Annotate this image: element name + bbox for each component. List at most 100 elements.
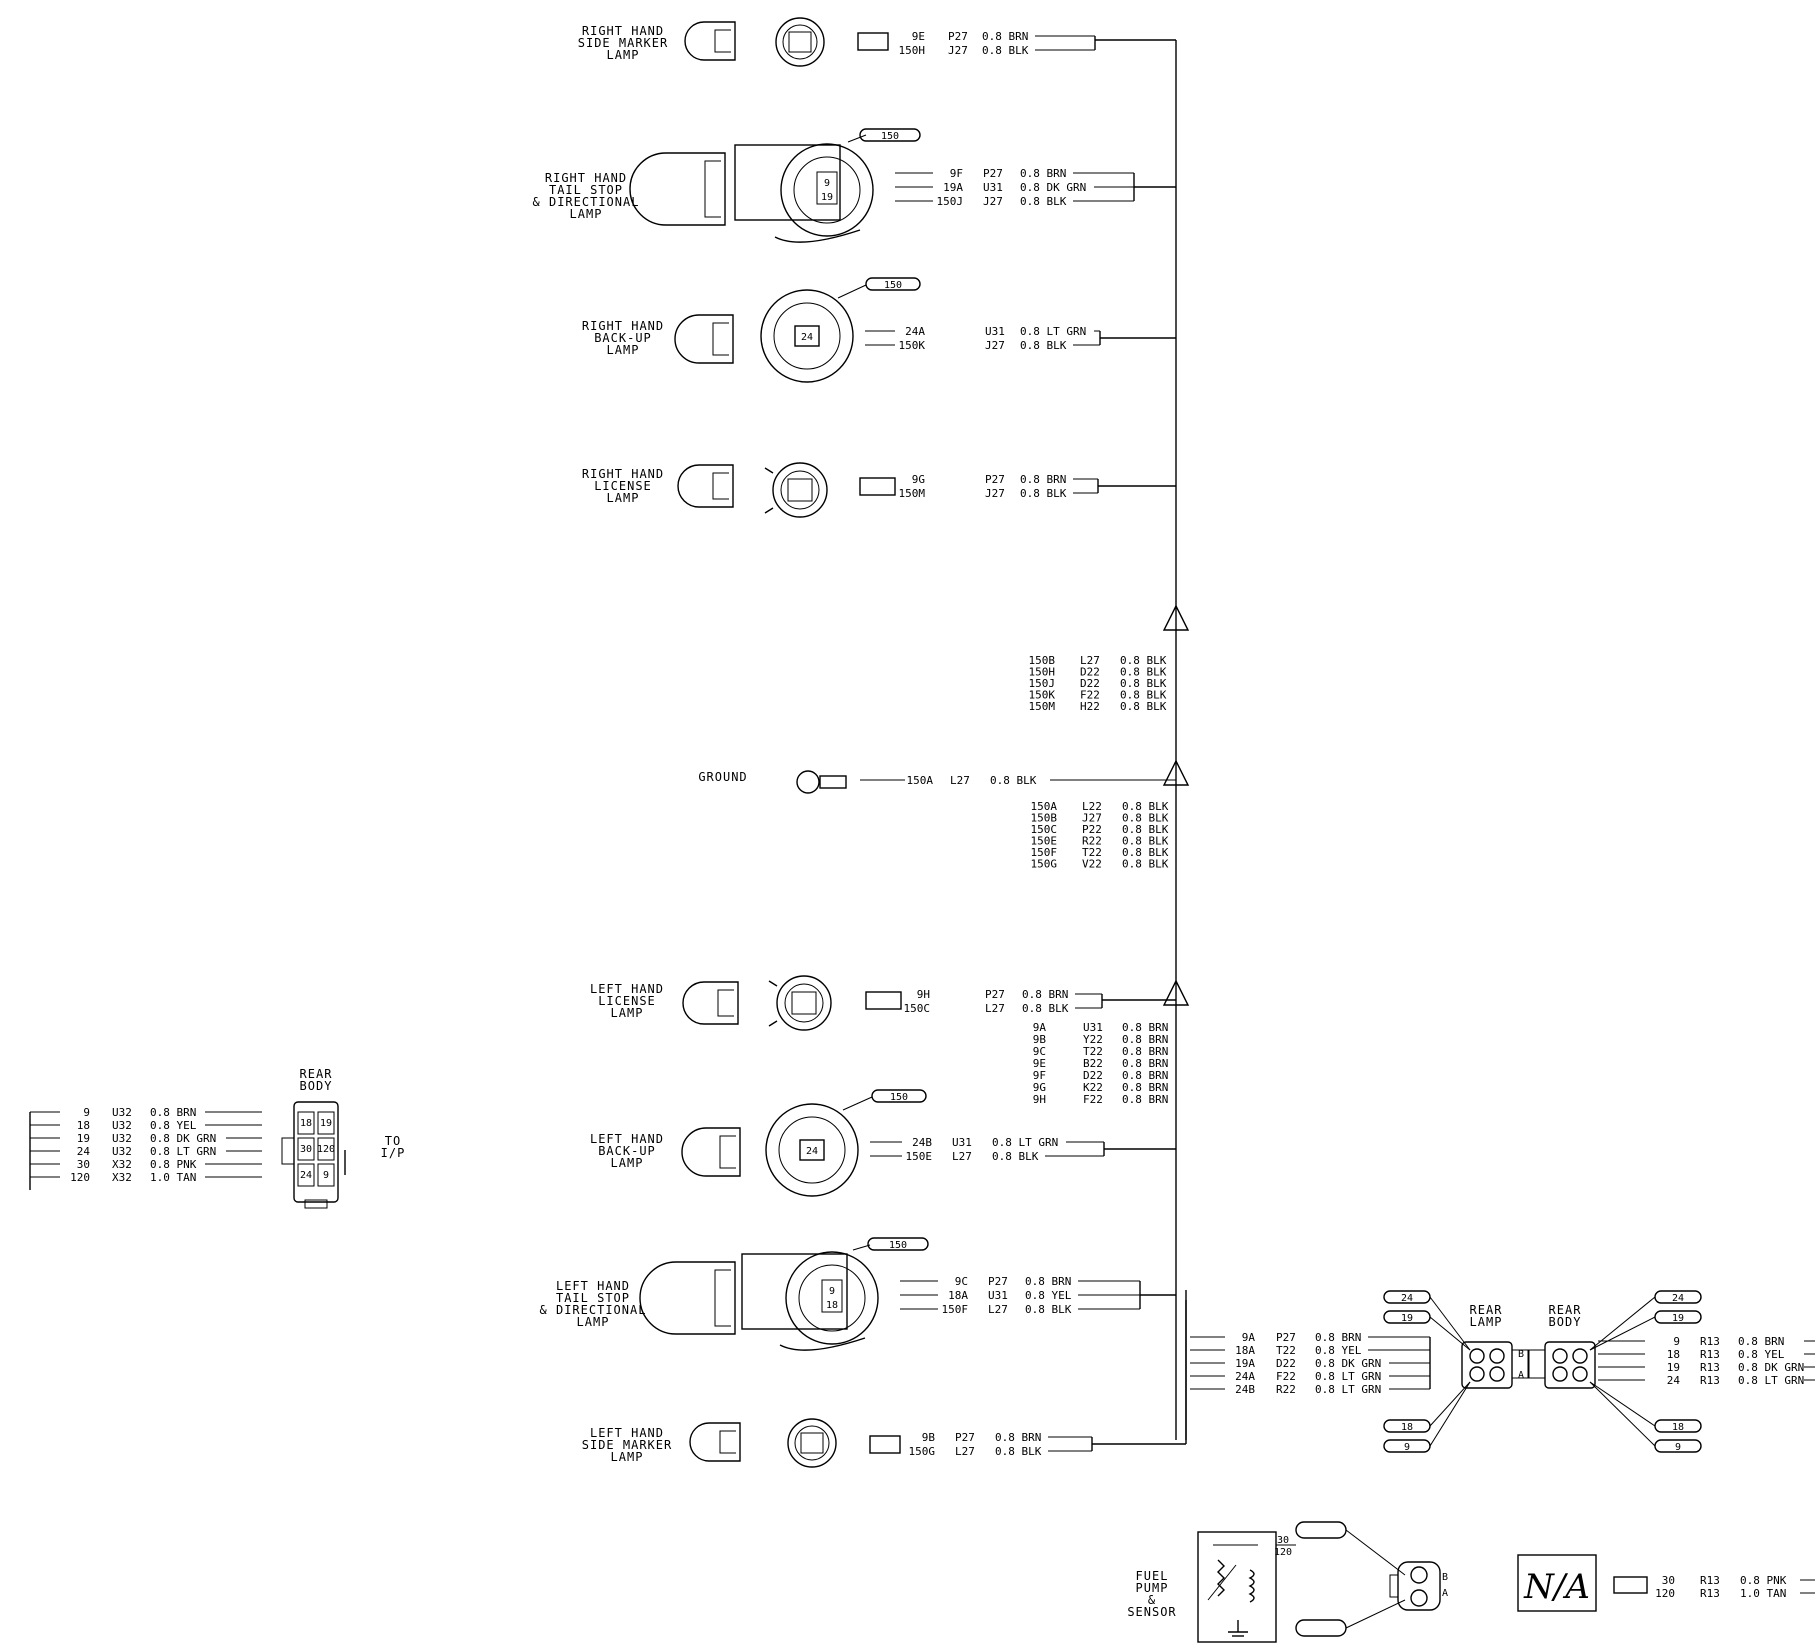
- circuit-code: R13: [1700, 1587, 1720, 1600]
- circuit-id: 9: [1673, 1335, 1680, 1348]
- wire-spec: 0.8 BRN: [1122, 1045, 1168, 1058]
- wire-spec: 0.8 LT GRN: [1020, 325, 1086, 338]
- component-label: &: [1148, 1593, 1156, 1607]
- socket-inner: [782, 24, 818, 60]
- socket-terminal: [800, 1432, 824, 1454]
- wire-spec: 0.8 BLK: [1020, 487, 1067, 500]
- component-label: LAMP: [577, 1315, 610, 1329]
- circuit-id: 150B: [1029, 654, 1056, 667]
- circuit-code: H22: [1080, 700, 1100, 713]
- socket-terminal: [799, 1139, 825, 1161]
- circuit-code: J27: [985, 487, 1005, 500]
- wire-spec: 0.8 BLK: [1122, 858, 1169, 871]
- circuit-id: 9H: [917, 988, 930, 1001]
- component-label: & DIRECTIONAL: [540, 1303, 647, 1317]
- wire-spec: 0.8 BLK: [1120, 666, 1167, 679]
- plug-body: [677, 464, 734, 508]
- circuit-code: Y22: [1083, 1033, 1103, 1046]
- pin-number: 9: [829, 1286, 835, 1297]
- plug-body: [681, 1127, 741, 1177]
- ground-terminal: GROUND: [698, 770, 1176, 794]
- circuit-id: 24A: [1235, 1370, 1255, 1383]
- socket-inner: [798, 1264, 866, 1332]
- circuit-id: 19: [77, 1132, 90, 1145]
- circuit-code: D22: [1080, 677, 1100, 690]
- connector-foot: [304, 1199, 328, 1209]
- circuit-id: 150A: [907, 774, 934, 787]
- ring-terminal: [796, 770, 820, 794]
- cavity: [317, 1137, 335, 1161]
- cavity: [1552, 1348, 1568, 1364]
- circuit-id: 18: [77, 1119, 90, 1132]
- tag-leader: [1589, 1381, 1656, 1427]
- circuit-code: P27: [985, 988, 1005, 1001]
- socket-terminal: [816, 171, 838, 205]
- splice-triangle: [1162, 979, 1190, 1006]
- tag-outline: [859, 128, 921, 142]
- component-label: BACK-UP: [598, 1144, 656, 1158]
- circuit-code: R13: [1700, 1361, 1720, 1374]
- circuit-id: 18A: [948, 1289, 968, 1302]
- plug-contact: [714, 29, 731, 53]
- cavity: [1410, 1589, 1428, 1607]
- pin-letter: A: [1518, 1370, 1524, 1381]
- circuit-id: 150E: [906, 1150, 933, 1163]
- circuit-code: D22: [1083, 1069, 1103, 1082]
- wire-spec: 0.8 YEL: [1025, 1289, 1072, 1302]
- circuit-id: 150J: [1029, 677, 1056, 690]
- circuit-id: 150G: [1031, 858, 1058, 871]
- circuit-tag: 150: [859, 128, 921, 142]
- cavity: [1489, 1348, 1505, 1364]
- circuit-id: 150M: [899, 487, 926, 500]
- lamp-plug: [682, 981, 739, 1025]
- wire-spec: 0.8 BLK: [1020, 195, 1067, 208]
- wire-spec: 0.8 BRN: [1022, 988, 1068, 1001]
- circuit-code: R22: [1276, 1383, 1296, 1396]
- wire-spec: 0.8 BLK: [992, 1150, 1039, 1163]
- tag-leader: [837, 284, 867, 299]
- circuit-tag: 150: [865, 277, 921, 291]
- lamp-plug: [674, 314, 734, 364]
- circuit-id: 24: [77, 1145, 91, 1158]
- cavity: [1572, 1366, 1588, 1382]
- wire-spec: 0.8 DK GRN: [150, 1132, 216, 1145]
- wire-spec: 0.8 BRN: [1020, 473, 1066, 486]
- circuit-code: B22: [1083, 1057, 1103, 1070]
- circuit-code: U32: [112, 1132, 132, 1145]
- wire-spec: 0.8 BRN: [1025, 1275, 1071, 1288]
- circuit-code: P27: [988, 1275, 1008, 1288]
- wire-spec: 0.8 BRN: [1122, 1057, 1168, 1070]
- socket-inner: [793, 156, 861, 224]
- component-label: BACK-UP: [594, 331, 652, 345]
- pin-letter: A: [1442, 1588, 1448, 1599]
- wire-spec: 0.8 DK GRN: [1315, 1357, 1381, 1370]
- pin-number: 19: [821, 192, 833, 203]
- lamp-plug: [681, 1127, 741, 1177]
- plug-body: [629, 152, 726, 226]
- lamp-tab: [774, 229, 861, 243]
- circuit-code: L27: [988, 1303, 1008, 1316]
- wire-spec: 0.8 BLK: [1020, 339, 1067, 352]
- wire-spec: 0.8 BLK: [1122, 812, 1169, 825]
- circuit-code: P27: [1276, 1331, 1296, 1344]
- circuit-id: 9E: [912, 30, 925, 43]
- plug-body: [674, 314, 734, 364]
- sender-housing: [1197, 1531, 1277, 1643]
- cavity: [297, 1111, 315, 1135]
- circuit-code: F22: [1080, 689, 1100, 702]
- component-label: RIGHT HAND: [582, 467, 664, 481]
- cavity: [297, 1137, 315, 1161]
- circuit-code: J27: [948, 44, 968, 57]
- harness-stub: [1613, 1576, 1648, 1594]
- component-label: LAMP: [1470, 1315, 1503, 1329]
- wire-spec: 0.8 BRN: [1122, 1093, 1168, 1106]
- plug-contact: [719, 1430, 736, 1454]
- circuit-id: 30: [1662, 1574, 1675, 1587]
- circuit-id: 120: [1655, 1587, 1675, 1600]
- tag-text: 9: [1675, 1442, 1681, 1453]
